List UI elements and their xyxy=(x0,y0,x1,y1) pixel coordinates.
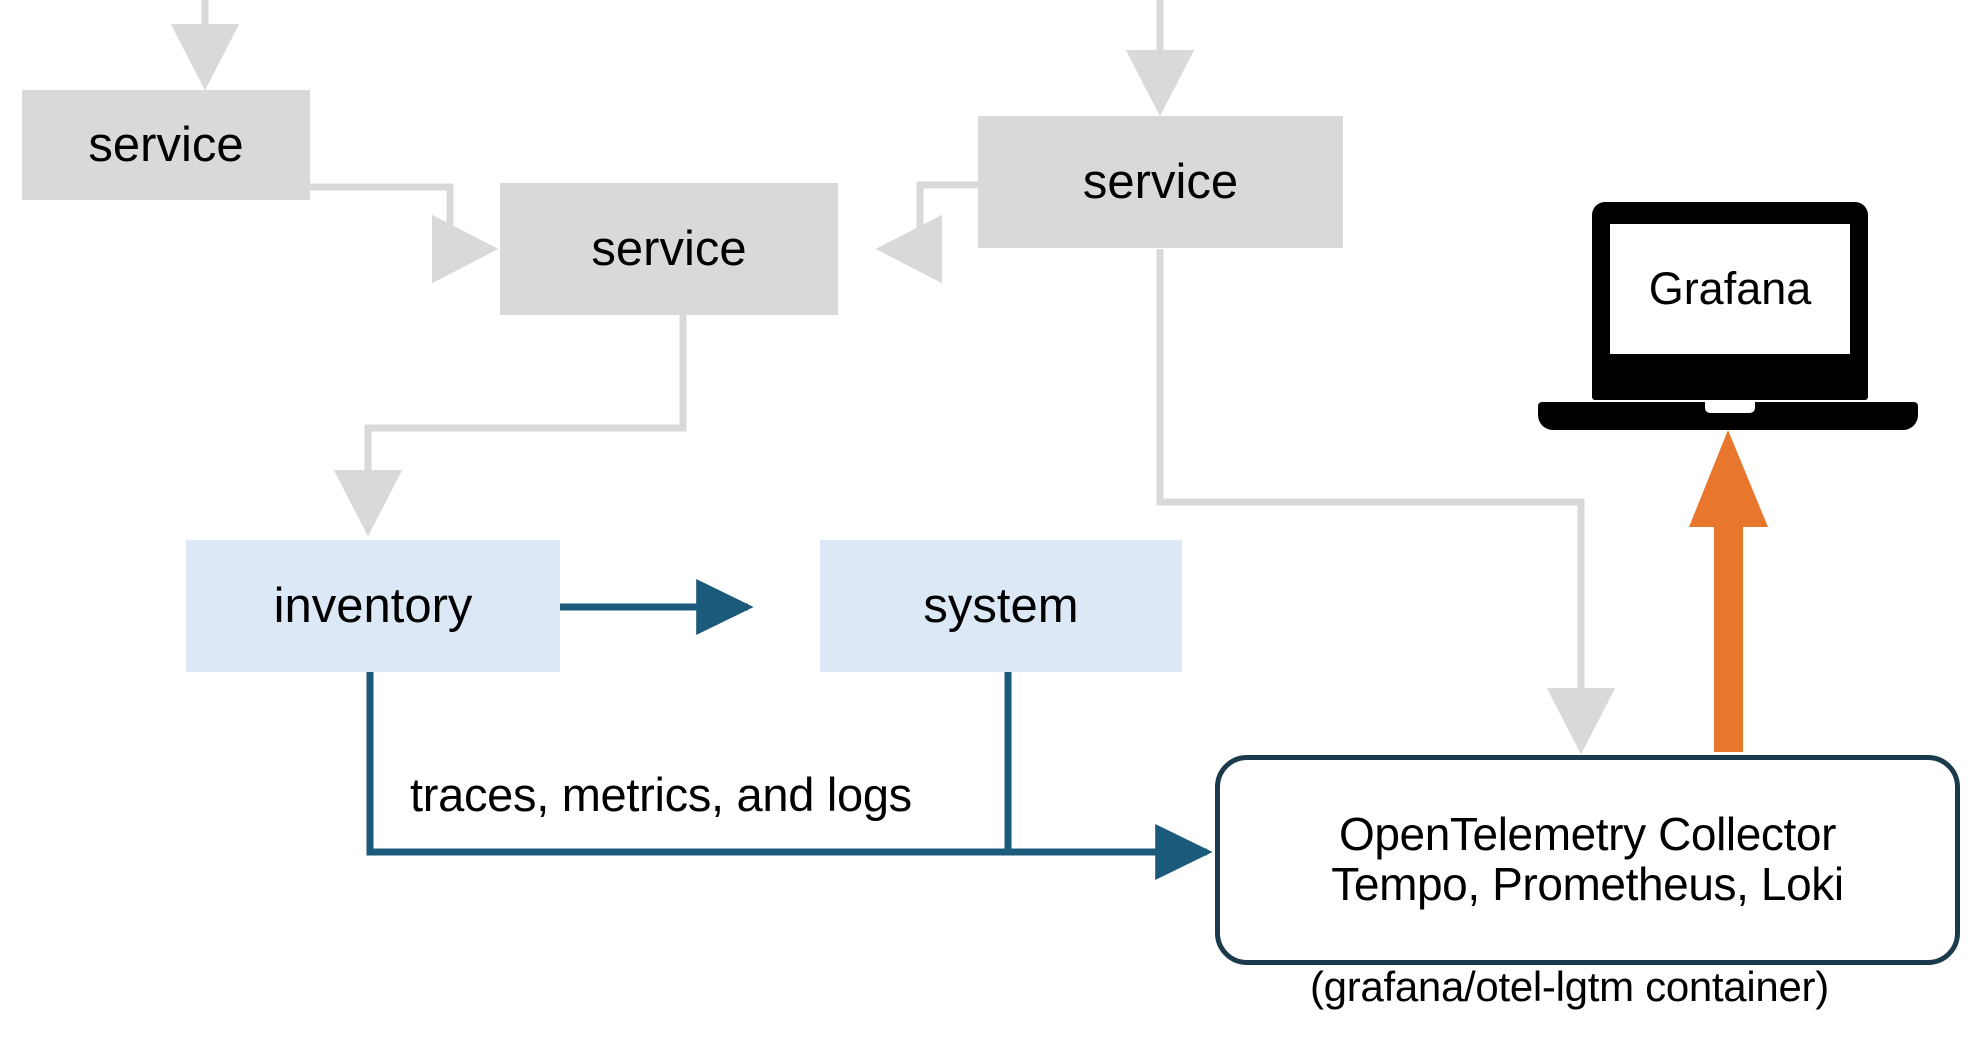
node-otel-collector[interactable]: OpenTelemetry Collector Tempo, Prometheu… xyxy=(1215,755,1960,965)
node-service-left-label: service xyxy=(88,117,244,172)
connector-left-service-to-middle-service xyxy=(310,183,499,284)
telemetry-flow-label: traces, metrics, and logs xyxy=(410,768,912,821)
node-service-middle[interactable]: service xyxy=(500,183,838,315)
node-inventory[interactable]: inventory xyxy=(186,540,560,672)
node-service-right[interactable]: service xyxy=(978,116,1343,248)
laptop-notch xyxy=(1705,400,1755,413)
node-system-label: system xyxy=(923,578,1079,633)
orange-up-arrow-icon xyxy=(1689,430,1768,752)
connector-right-service-to-middle-service xyxy=(875,181,978,284)
laptop-screen: Grafana xyxy=(1610,224,1850,354)
container-caption: (grafana/otel-lgtm container) xyxy=(1310,963,1829,1010)
connector-right-service-to-collector xyxy=(1156,249,1616,755)
node-otel-collector-line1: OpenTelemetry Collector xyxy=(1338,808,1836,861)
connector-inventory-to-collector xyxy=(366,672,1213,880)
node-inventory-label: inventory xyxy=(273,578,473,633)
node-service-left[interactable]: service xyxy=(22,90,310,200)
node-service-right-label: service xyxy=(1082,154,1239,209)
connector-middle-service-to-inventory xyxy=(333,315,687,537)
laptop-icon[interactable]: Grafana xyxy=(1538,202,1918,434)
node-system[interactable]: system xyxy=(820,540,1182,672)
grafana-screen-label: Grafana xyxy=(1648,263,1812,314)
node-otel-collector-line2: Tempo, Prometheus, Loki xyxy=(1331,858,1844,910)
node-service-middle-label: service xyxy=(591,221,747,276)
